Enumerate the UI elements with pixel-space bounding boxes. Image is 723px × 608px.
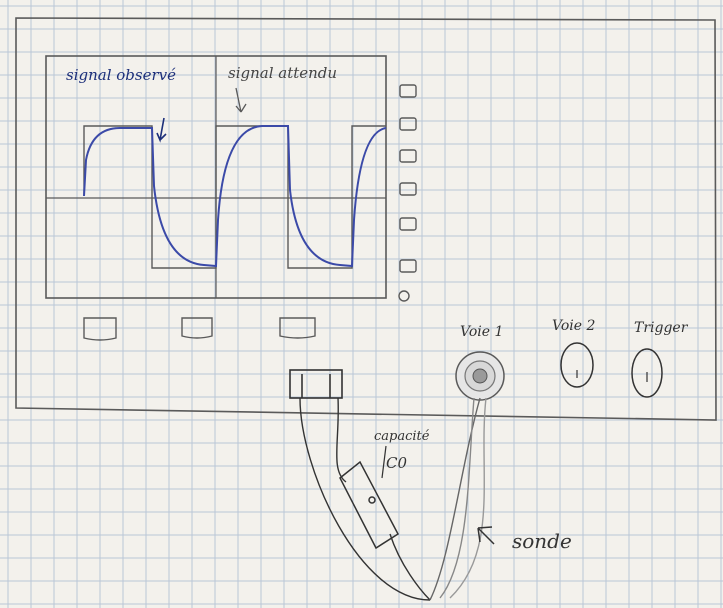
label-sonde: sonde xyxy=(512,529,572,553)
expected-signal-trace xyxy=(83,125,386,269)
trigger-input[interactable] xyxy=(631,348,663,398)
probe-cable xyxy=(299,397,487,601)
voie2-input[interactable] xyxy=(560,342,594,388)
capacite-pointer xyxy=(381,445,387,479)
side-button[interactable] xyxy=(399,149,417,163)
label-voie1: Voie 1 xyxy=(460,324,503,340)
side-button[interactable] xyxy=(399,182,417,196)
observed-arrow xyxy=(156,117,167,143)
label-signal-observe: signal observé xyxy=(66,66,176,84)
probe-capacitor-body xyxy=(339,460,399,550)
oscilloscope-body xyxy=(15,17,717,421)
side-button[interactable] xyxy=(399,117,417,131)
observed-signal-trace xyxy=(83,125,387,268)
side-button[interactable] xyxy=(399,259,417,273)
label-trigger: Trigger xyxy=(634,320,689,336)
side-button[interactable] xyxy=(399,217,417,231)
label-signal-attendu: signal attendu xyxy=(228,64,337,82)
side-knob[interactable] xyxy=(398,290,410,302)
label-voie2: Voie 2 xyxy=(552,318,595,334)
voie1-input[interactable] xyxy=(455,351,505,401)
screen-side-buttons xyxy=(398,84,417,302)
bottom-button[interactable] xyxy=(279,317,316,339)
expected-arrow xyxy=(235,87,247,113)
bottom-button[interactable] xyxy=(181,317,213,339)
side-button[interactable] xyxy=(399,84,417,98)
screen-bottom-buttons xyxy=(83,317,316,341)
label-c0: C0 xyxy=(386,454,407,472)
probe-connector[interactable] xyxy=(289,369,343,399)
sonde-arrow xyxy=(477,526,495,545)
bottom-button[interactable] xyxy=(83,317,117,341)
label-capacite: capacité xyxy=(374,429,430,444)
